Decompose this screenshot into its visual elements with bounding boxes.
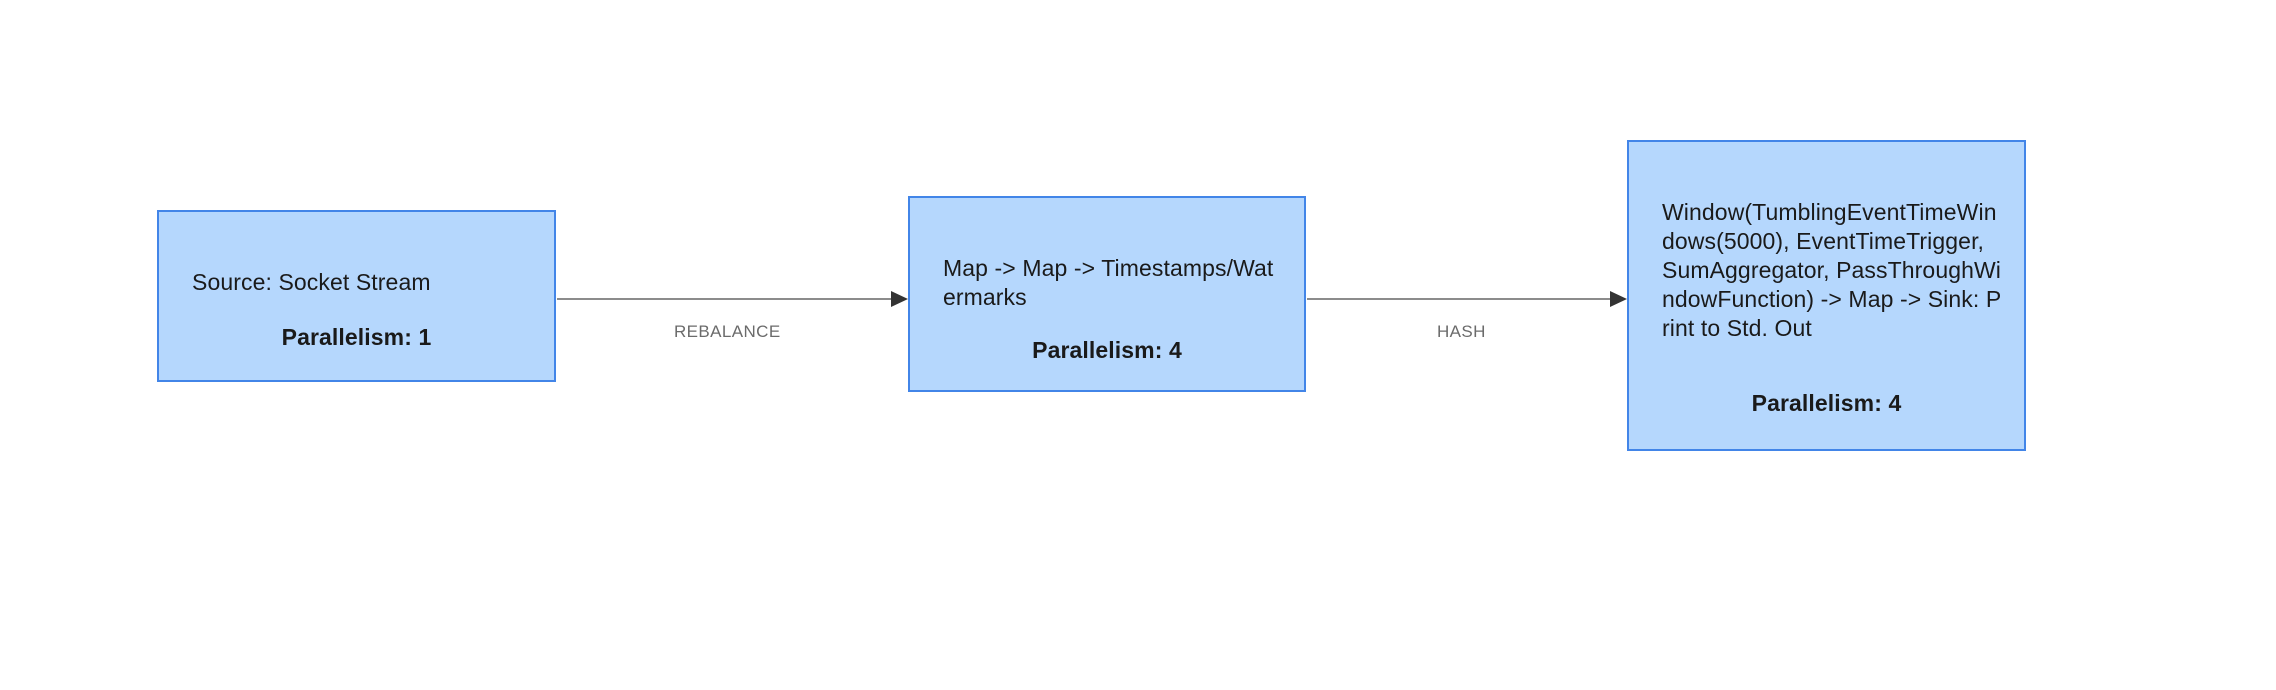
edge-hash-line [1307,298,1610,300]
arrow-head-icon [1610,291,1627,307]
edge-hash[interactable] [1307,287,1627,311]
node-window-title: Window(TumblingEventTimeWindows(5000), E… [1662,199,2002,341]
node-map-parallelism: Parallelism: 4 [1032,337,1182,363]
node-map-timestamps-watermarks[interactable]: Map -> Map -> Timestamps/Watermarks Para… [908,196,1306,392]
arrow-head-icon [891,291,908,307]
node-source-socket-stream[interactable]: Source: Socket Stream Parallelism: 1 [157,210,556,382]
node-window-sink[interactable]: Window(TumblingEventTimeWindows(5000), E… [1627,140,2026,451]
edge-rebalance[interactable] [557,287,908,311]
node-map-title: Map -> Map -> Timestamps/Watermarks [943,255,1274,310]
edge-rebalance-line [557,298,891,300]
edge-label-rebalance: REBALANCE [674,322,781,341]
edge-label-hash: HASH [1437,322,1486,341]
node-source-parallelism: Parallelism: 1 [281,324,432,350]
node-window-parallelism: Parallelism: 4 [1751,390,1902,416]
node-source-title: Source: Socket Stream [192,269,431,295]
